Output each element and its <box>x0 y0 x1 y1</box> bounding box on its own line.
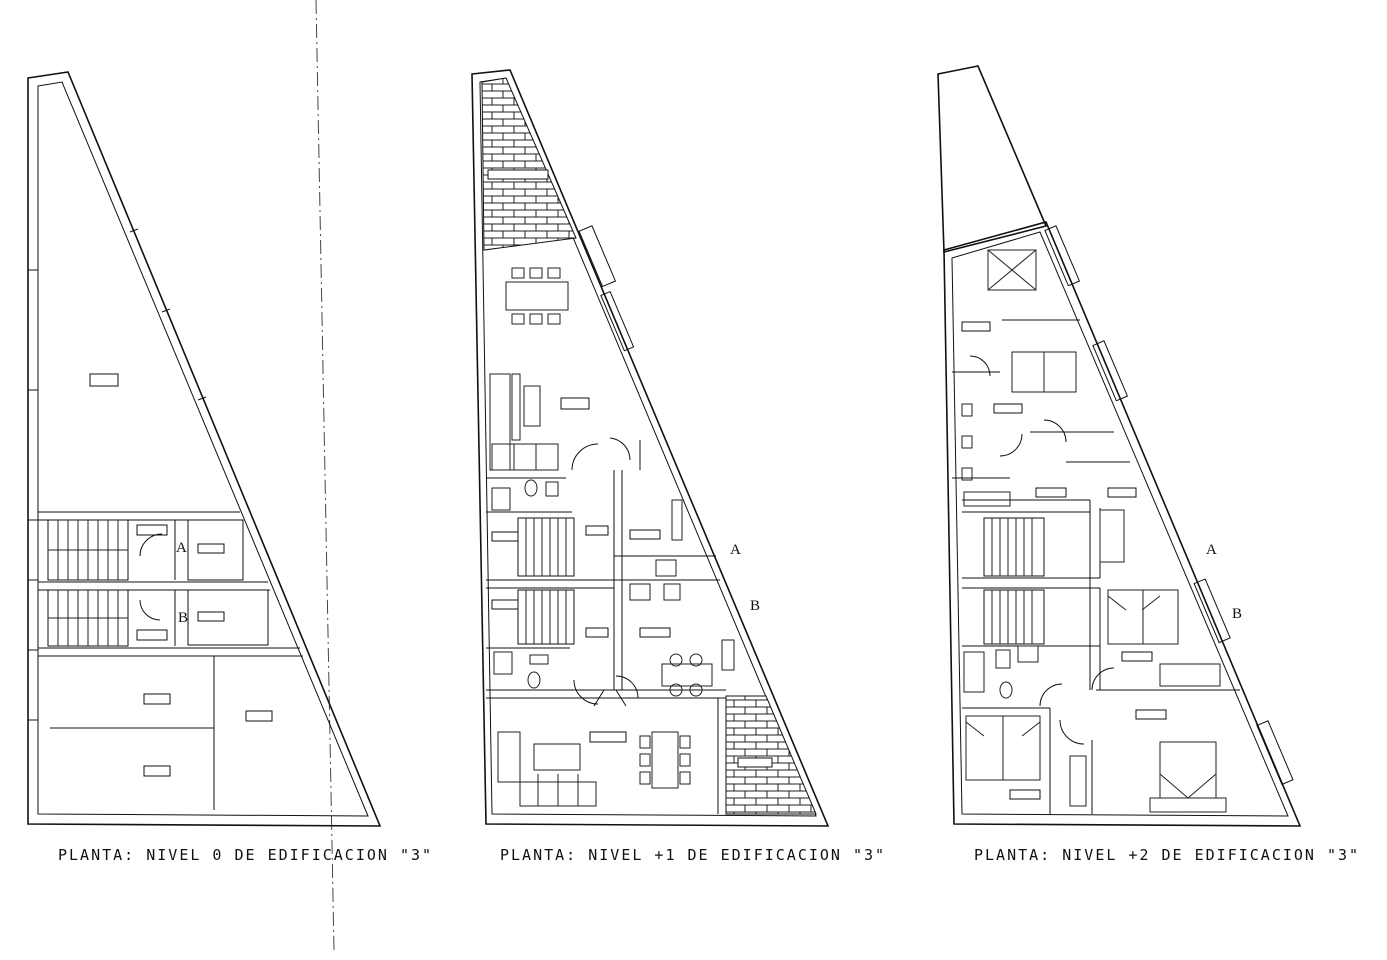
plan-1-outer-wall <box>471 69 830 827</box>
plan-2-inner-wall <box>951 231 1289 817</box>
plan-1-stairs <box>517 517 575 645</box>
plan-2-roof-top <box>937 65 1048 254</box>
plan-2-bed-5 <box>1149 741 1227 813</box>
plan-1-bathroom-fixtures <box>491 479 559 689</box>
plan-2-bed-2 <box>1011 351 1077 393</box>
plan-2-marker-a: A <box>1206 542 1217 558</box>
plan-0-inner-wall <box>37 81 369 817</box>
plan-1-dining-set-lower <box>639 731 691 789</box>
plan-1-marker-a: A <box>730 542 741 558</box>
plan-1-dining-set-upper <box>505 267 569 325</box>
plan-2-bed-4 <box>965 715 1041 781</box>
plan-2-outer-wall <box>943 221 1302 827</box>
plan-1-dining-set-middle <box>661 653 713 697</box>
plan-1-caption: PLANTA: NIVEL +1 DE EDIFICACION "3" <box>500 846 887 864</box>
plan-2-caption: PLANTA: NIVEL +2 DE EDIFICACION "3" <box>974 846 1361 864</box>
plan-0-room-tag-1 <box>89 373 119 387</box>
plan-2-stairs <box>983 517 1045 645</box>
plan-2-marker-b: B <box>1232 606 1242 622</box>
plan-nivel-0: A B <box>27 71 382 827</box>
plan-2-bed-1 <box>987 249 1037 291</box>
plan-1-marker-b: B <box>750 598 760 614</box>
plan-0-stairs <box>47 519 129 647</box>
plan-0-caption: PLANTA: NIVEL 0 DE EDIFICACION "3" <box>58 846 434 864</box>
plan-0-marker-b: B <box>178 610 188 626</box>
plan-0-marker-a: A <box>176 540 187 556</box>
plan-0-outer-wall <box>27 71 382 827</box>
plan-nivel-2: A B <box>937 65 1302 827</box>
plan-2-bed-3 <box>1107 589 1179 645</box>
plan-nivel-1: A B <box>471 69 830 827</box>
plan-1-brick-terrace-top <box>481 77 577 251</box>
plan-1-brick-terrace-bottom <box>725 695 817 815</box>
section-cut-line <box>315 0 335 951</box>
